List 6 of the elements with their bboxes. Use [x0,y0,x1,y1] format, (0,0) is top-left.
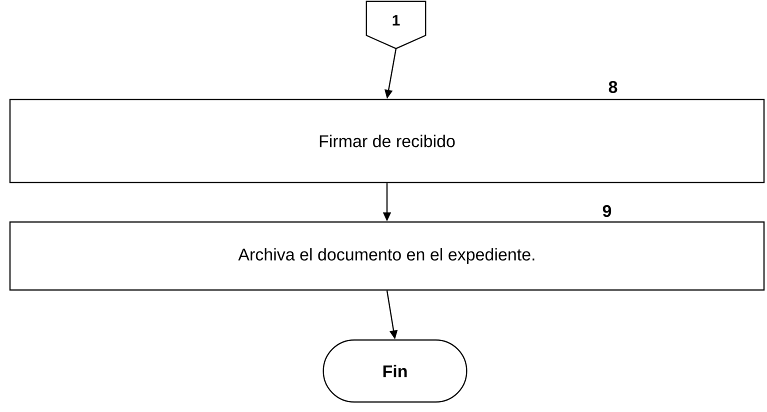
process-box: Archiva el documento en el expediente. [9,221,765,291]
terminator: Fin [322,339,468,403]
step-number: 8 [608,80,618,94]
off-page-connector: 1 [366,0,426,50]
process-box: Firmar de recibido [9,98,765,184]
step-number: 9 [602,204,612,218]
